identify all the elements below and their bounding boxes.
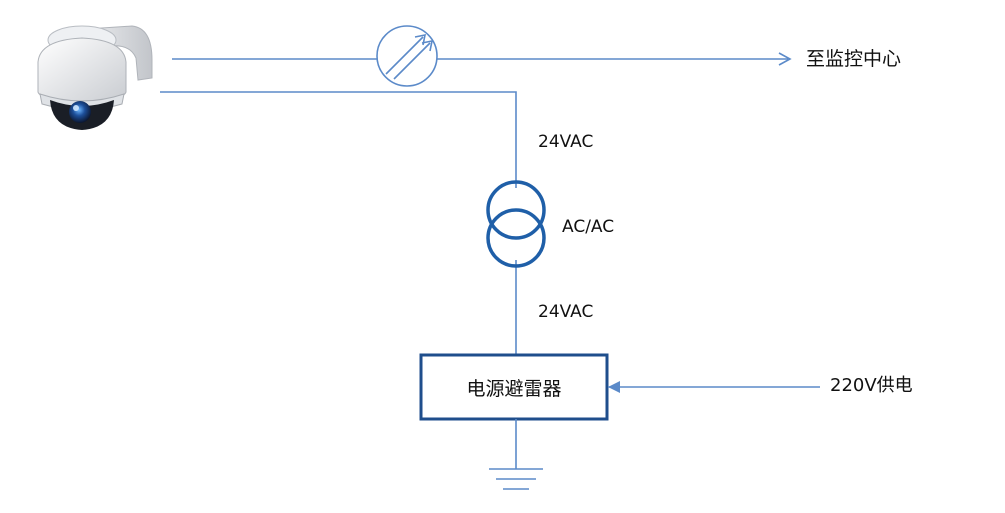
ptz-dome-camera-icon — [37, 25, 153, 130]
transformer-icon — [486, 180, 546, 268]
surge-protector-box — [419, 353, 609, 421]
monitoring-center-label: 至监控中心 — [806, 48, 902, 70]
ground-icon — [489, 419, 543, 490]
power-line — [160, 91, 517, 356]
surge-protector-label: 电源避雷器 — [466, 377, 562, 400]
transformer-label: AC/AC — [562, 217, 615, 237]
power-supply-label: 220V供电 — [830, 375, 913, 396]
power-input-line — [608, 381, 820, 393]
signal-line — [172, 52, 792, 66]
voltage-top-label: 24VAC — [538, 132, 594, 152]
voltage-bottom-label: 24VAC — [538, 302, 594, 322]
signal-surge-protector-icon — [376, 25, 438, 87]
